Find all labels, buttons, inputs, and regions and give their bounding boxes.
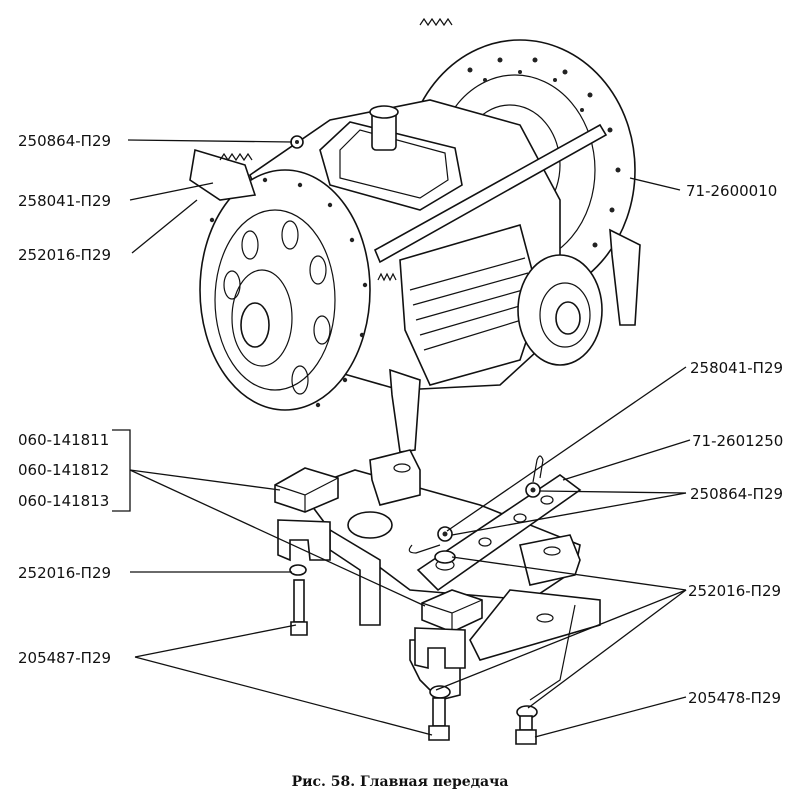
main-gear-assembly: [189, 17, 641, 453]
label-205478: 205478-П29: [688, 689, 781, 707]
leader-lines: [112, 139, 691, 738]
label-060-141812: 060-141812: [18, 461, 109, 479]
label-71-2600010: 71-2600010: [686, 182, 777, 200]
left-drum-openings: [223, 220, 331, 395]
label-258041-right: 258041-П29: [690, 359, 783, 377]
label-060-141813: 060-141813: [18, 492, 109, 510]
label-205487: 205487-П29: [18, 649, 111, 667]
label-250864-right: 250864-П29: [690, 485, 783, 503]
label-258041-top: 258041-П29: [18, 192, 111, 210]
label-252016-left: 252016-П29: [18, 564, 111, 582]
figure-caption: Рис. 58. Главная передача: [292, 774, 509, 790]
rubber-pads: [274, 467, 483, 633]
label-252016-top: 252016-П29: [18, 246, 111, 264]
left-drum-rivets: [209, 177, 368, 408]
label-71-2601250: 71-2601250: [692, 432, 783, 450]
label-252016-right: 252016-П29: [688, 582, 781, 600]
label-060-141811: 060-141811: [18, 431, 109, 449]
label-250864-top: 250864-П29: [18, 132, 111, 150]
strap-plate: [416, 474, 582, 592]
fasteners: [289, 455, 544, 745]
